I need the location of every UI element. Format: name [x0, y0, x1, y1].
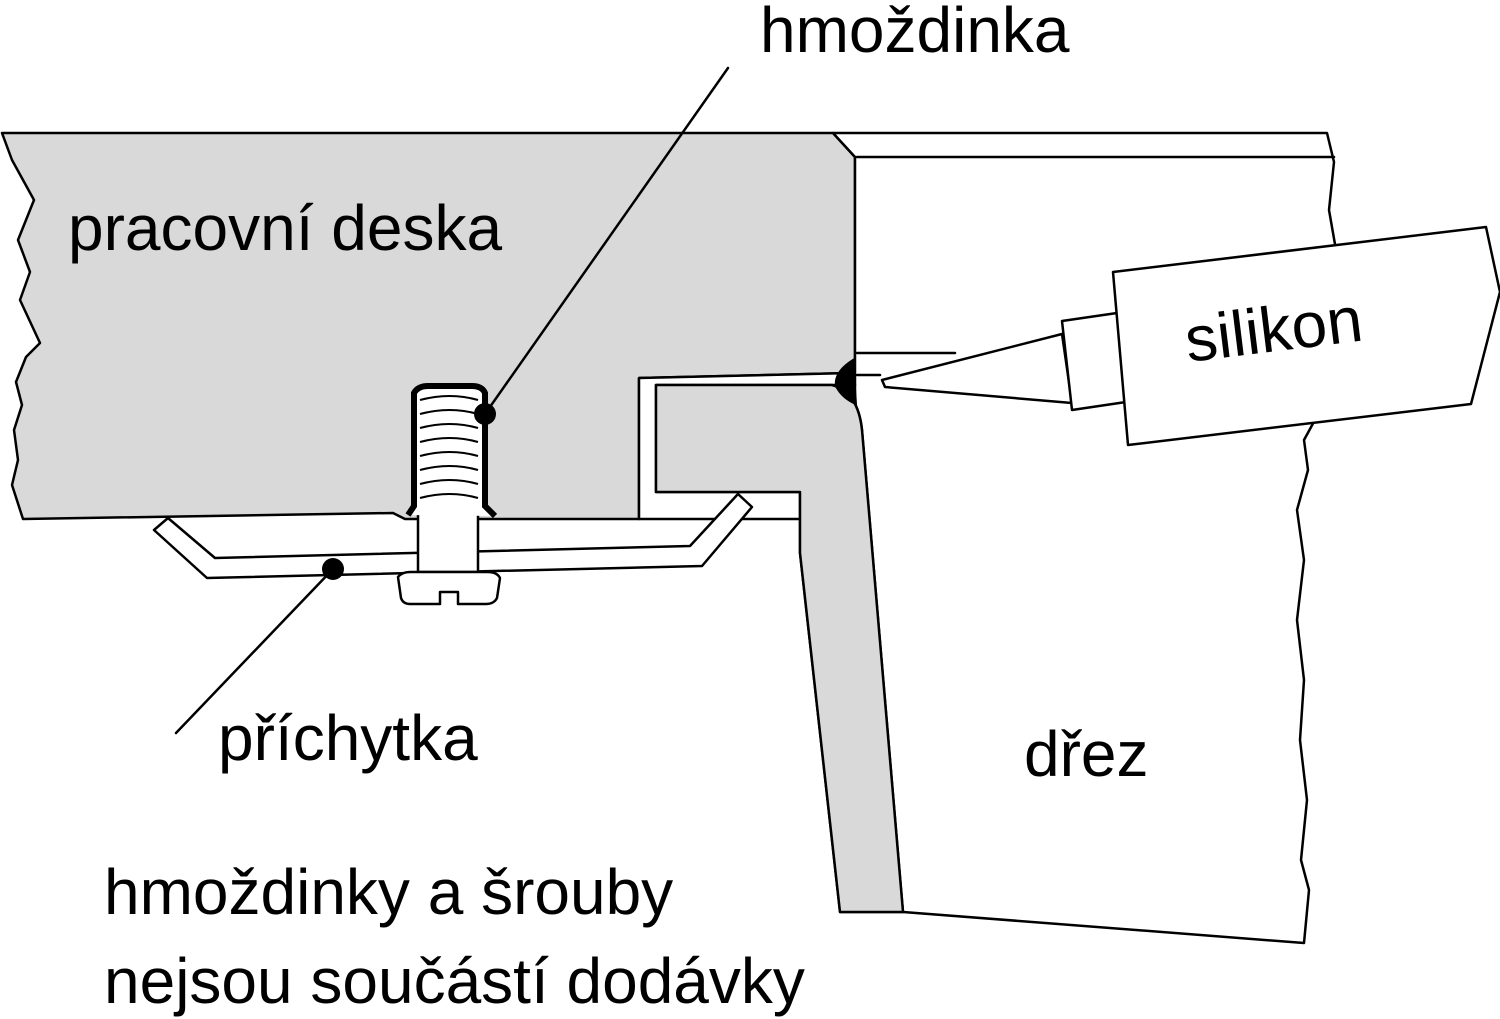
note-line-2: nejsou součástí dodávky — [104, 945, 805, 1017]
clip-bracket — [152, 492, 754, 580]
label-worktop: pracovní deska — [68, 192, 502, 264]
note-line-1: hmoždinky a šrouby — [104, 856, 673, 928]
label-sink: dřez — [1024, 718, 1149, 790]
dowel-leader-dot — [474, 403, 496, 425]
clip-leader-line — [174, 567, 335, 735]
silicone-bead — [834, 358, 858, 406]
screw-head — [396, 570, 502, 606]
dowel-thread — [419, 395, 479, 499]
label-dowel: hmoždinka — [760, 0, 1070, 66]
sink-wall-profile-inner — [654, 383, 905, 914]
silicone-cartridge-neck — [1060, 311, 1128, 412]
clip-leader-dot — [322, 558, 344, 580]
dowel-leader-line — [483, 66, 730, 416]
silicone-cartridge-body — [1111, 225, 1500, 447]
label-clip: příchytka — [218, 702, 478, 774]
